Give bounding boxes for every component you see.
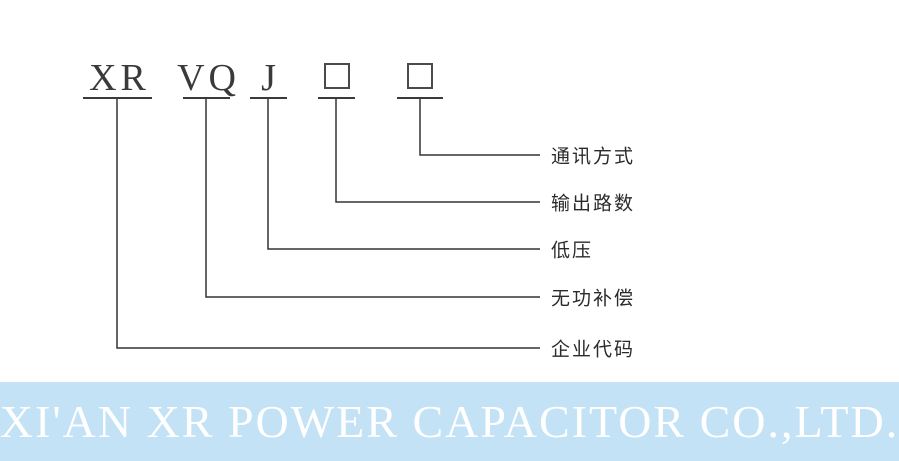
code-part-box-2 bbox=[397, 57, 443, 99]
legend-label-communication-mode: 通讯方式 bbox=[551, 146, 636, 168]
legend-label-low-voltage: 低压 bbox=[551, 240, 594, 262]
connector-line-box2-comm bbox=[419, 98, 540, 156]
legend-label-reactive-compensation: 无功补偿 bbox=[551, 288, 636, 310]
legend-label-output-circuits: 输出路数 bbox=[551, 193, 636, 215]
code-part-vq-label: VQ bbox=[177, 57, 240, 99]
connector-line-vq-reactive bbox=[205, 98, 540, 298]
company-banner: XI'AN XR POWER CAPACITOR CO.,LTD. bbox=[0, 382, 899, 461]
connector-line-xr-company bbox=[116, 98, 540, 349]
legend-label-enterprise-code: 企业代码 bbox=[551, 339, 636, 361]
placeholder-box-icon bbox=[323, 63, 350, 89]
code-part-box-1 bbox=[318, 57, 355, 99]
code-part-j-label: J bbox=[261, 57, 280, 99]
code-part-xr-label: XR bbox=[89, 57, 150, 99]
code-part-vq: VQ bbox=[177, 57, 236, 99]
connector-line-box1-output bbox=[335, 98, 540, 203]
placeholder-box-icon bbox=[407, 63, 433, 89]
connector-line-j-lowvolt bbox=[267, 98, 540, 250]
code-part-j: J bbox=[250, 57, 287, 99]
company-name: XI'AN XR POWER CAPACITOR CO.,LTD. bbox=[0, 396, 899, 447]
code-part-xr: XR bbox=[83, 57, 152, 99]
